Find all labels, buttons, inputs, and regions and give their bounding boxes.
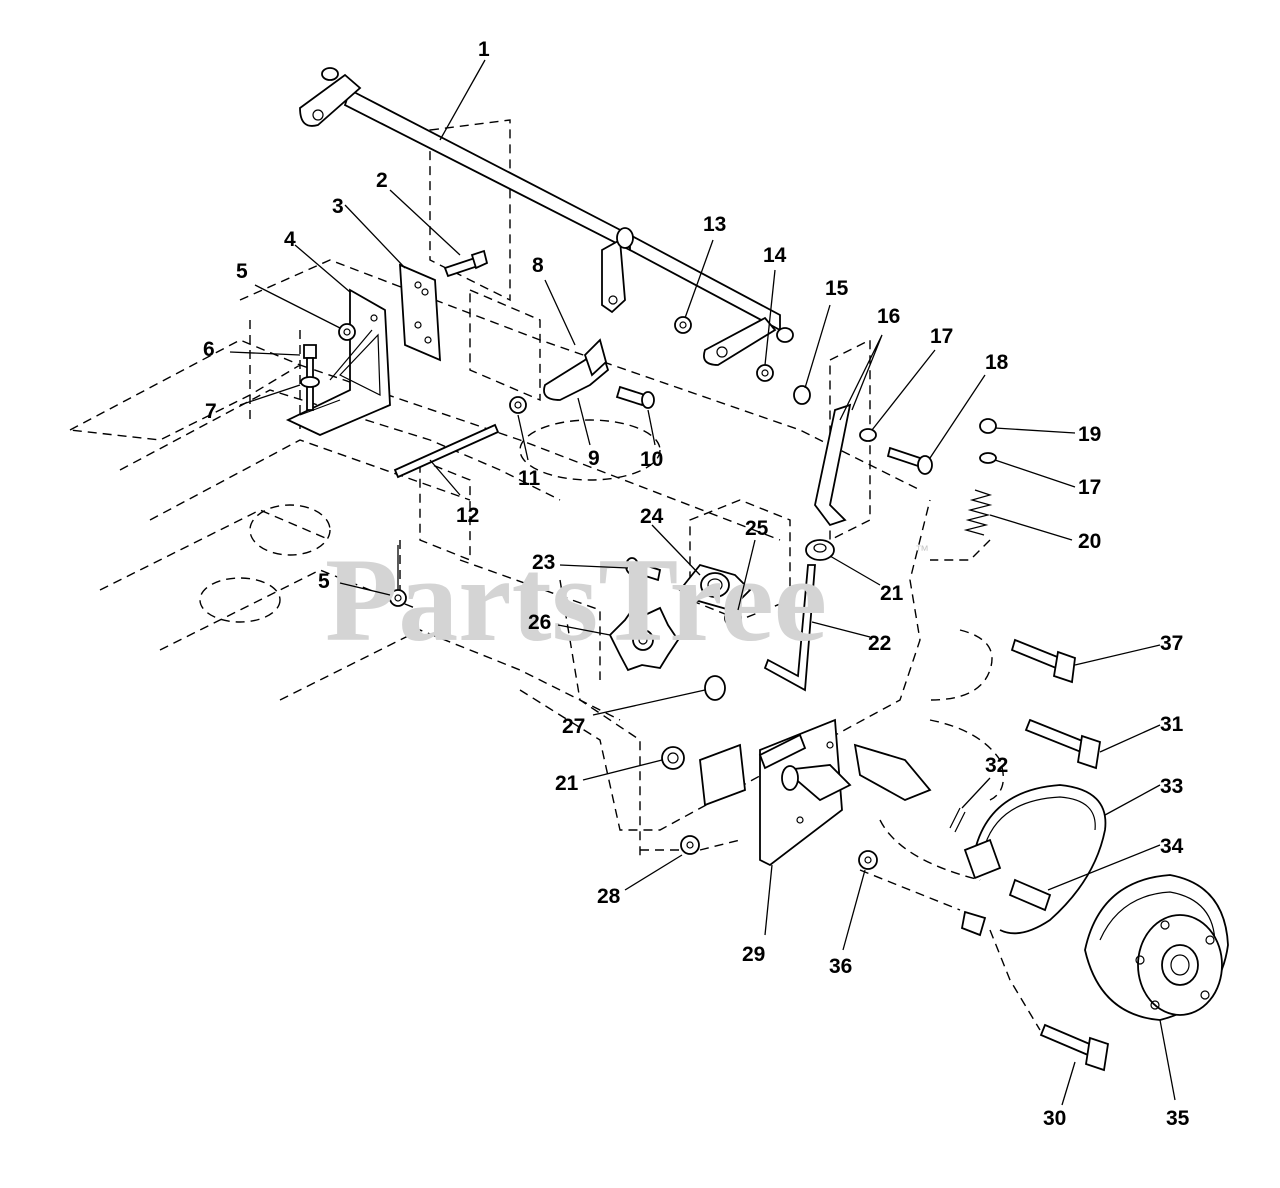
callout-16: 16 xyxy=(877,305,900,328)
callout-6: 6 xyxy=(203,338,215,361)
bolt-part-2 xyxy=(443,249,489,278)
spacer-part-27 xyxy=(704,675,726,701)
callout-3: 3 xyxy=(332,195,344,218)
leader-lines xyxy=(229,59,1176,1106)
callout-37: 37 xyxy=(1160,632,1183,655)
callout-36: 36 xyxy=(829,955,852,978)
cotter-pin-part-32 xyxy=(949,807,966,833)
nut-part-19 xyxy=(979,418,997,434)
nut-part-11 xyxy=(509,396,527,414)
callout-5b: 5 xyxy=(318,570,330,593)
callout-21b: 21 xyxy=(555,772,579,795)
callout-17: 17 xyxy=(930,325,953,348)
callout-30: 30 xyxy=(1043,1107,1066,1130)
electric-clutch-part-35 xyxy=(1084,874,1229,1021)
nut-part-36 xyxy=(858,850,878,870)
callout-14: 14 xyxy=(763,244,787,267)
callout-5: 5 xyxy=(236,260,248,283)
callout-7: 7 xyxy=(205,400,217,423)
hex-nut-part-5-top xyxy=(338,323,356,341)
callout-28: 28 xyxy=(597,885,621,908)
callout-11: 11 xyxy=(518,467,541,490)
nut-part-13 xyxy=(674,316,692,334)
callout-13: 13 xyxy=(703,213,726,236)
callout-31: 31 xyxy=(1160,713,1184,736)
nut-part-14 xyxy=(756,364,774,382)
angle-bracket-part-4 xyxy=(285,288,391,436)
spacer-part-15 xyxy=(793,385,811,405)
nut-part-28 xyxy=(680,835,700,855)
clutch-band-part-33 xyxy=(963,784,1107,935)
callout-9: 9 xyxy=(588,447,600,470)
callout-22: 22 xyxy=(868,632,891,655)
pin-part-10 xyxy=(615,385,655,409)
callout-27: 27 xyxy=(562,715,585,738)
bolt-part-30 xyxy=(1039,1023,1110,1072)
mount-plate-part-29 xyxy=(699,718,932,867)
callout-24: 24 xyxy=(640,505,664,528)
bolt-part-18 xyxy=(886,446,933,475)
callout-23: 23 xyxy=(532,551,555,574)
bolt-part-23 xyxy=(625,557,662,582)
callout-32: 32 xyxy=(985,754,1008,777)
bolt-part-37 xyxy=(1010,638,1076,684)
bolt-part-31 xyxy=(1024,718,1102,770)
threaded-rod-part-12 xyxy=(393,423,500,479)
spacer-part-21-b xyxy=(661,746,685,770)
callout-1: 1 xyxy=(478,38,490,61)
lift-shaft-part xyxy=(299,67,794,366)
callout-34: 34 xyxy=(1160,835,1184,858)
clevis-part-9 xyxy=(543,338,610,401)
callout-10: 10 xyxy=(640,448,663,471)
callout-29: 29 xyxy=(742,943,765,966)
washer-part-17-b xyxy=(979,452,997,464)
watermark-text: PartsTree xyxy=(325,533,827,666)
callout-15: 15 xyxy=(825,277,849,300)
callout-12: 12 xyxy=(456,504,479,527)
callout-8: 8 xyxy=(532,254,544,277)
callout-20: 20 xyxy=(1078,530,1101,553)
callout-18: 18 xyxy=(985,351,1009,374)
plate-part-3 xyxy=(399,263,441,362)
nut-part-25 xyxy=(724,609,742,627)
callout-4: 4 xyxy=(284,228,296,251)
callout-2: 2 xyxy=(376,169,388,192)
star-knob-part-26 xyxy=(608,606,680,672)
flange-bearing-part-24 xyxy=(678,563,752,612)
callout-35: 35 xyxy=(1166,1107,1190,1130)
callout-19: 19 xyxy=(1078,423,1101,446)
callout-21: 21 xyxy=(880,582,904,605)
washer-part-17-a xyxy=(859,428,877,442)
callout-26: 26 xyxy=(528,611,551,634)
callout-labels: 1 2 3 4 5 6 7 8 9 10 11 12 13 14 15 16 1… xyxy=(203,38,1190,1130)
pin-part-34 xyxy=(960,878,1052,937)
callout-25: 25 xyxy=(745,517,769,540)
washer-part-7 xyxy=(300,376,320,388)
callout-33: 33 xyxy=(1160,775,1183,798)
lever-arm-part-16 xyxy=(814,403,852,527)
l-rod-part-22 xyxy=(763,564,816,692)
spring-part-20 xyxy=(963,489,993,536)
spacer-part-21-a xyxy=(805,539,835,561)
watermark-trademark: ™ xyxy=(915,542,929,558)
callout-17b: 17 xyxy=(1078,476,1101,499)
